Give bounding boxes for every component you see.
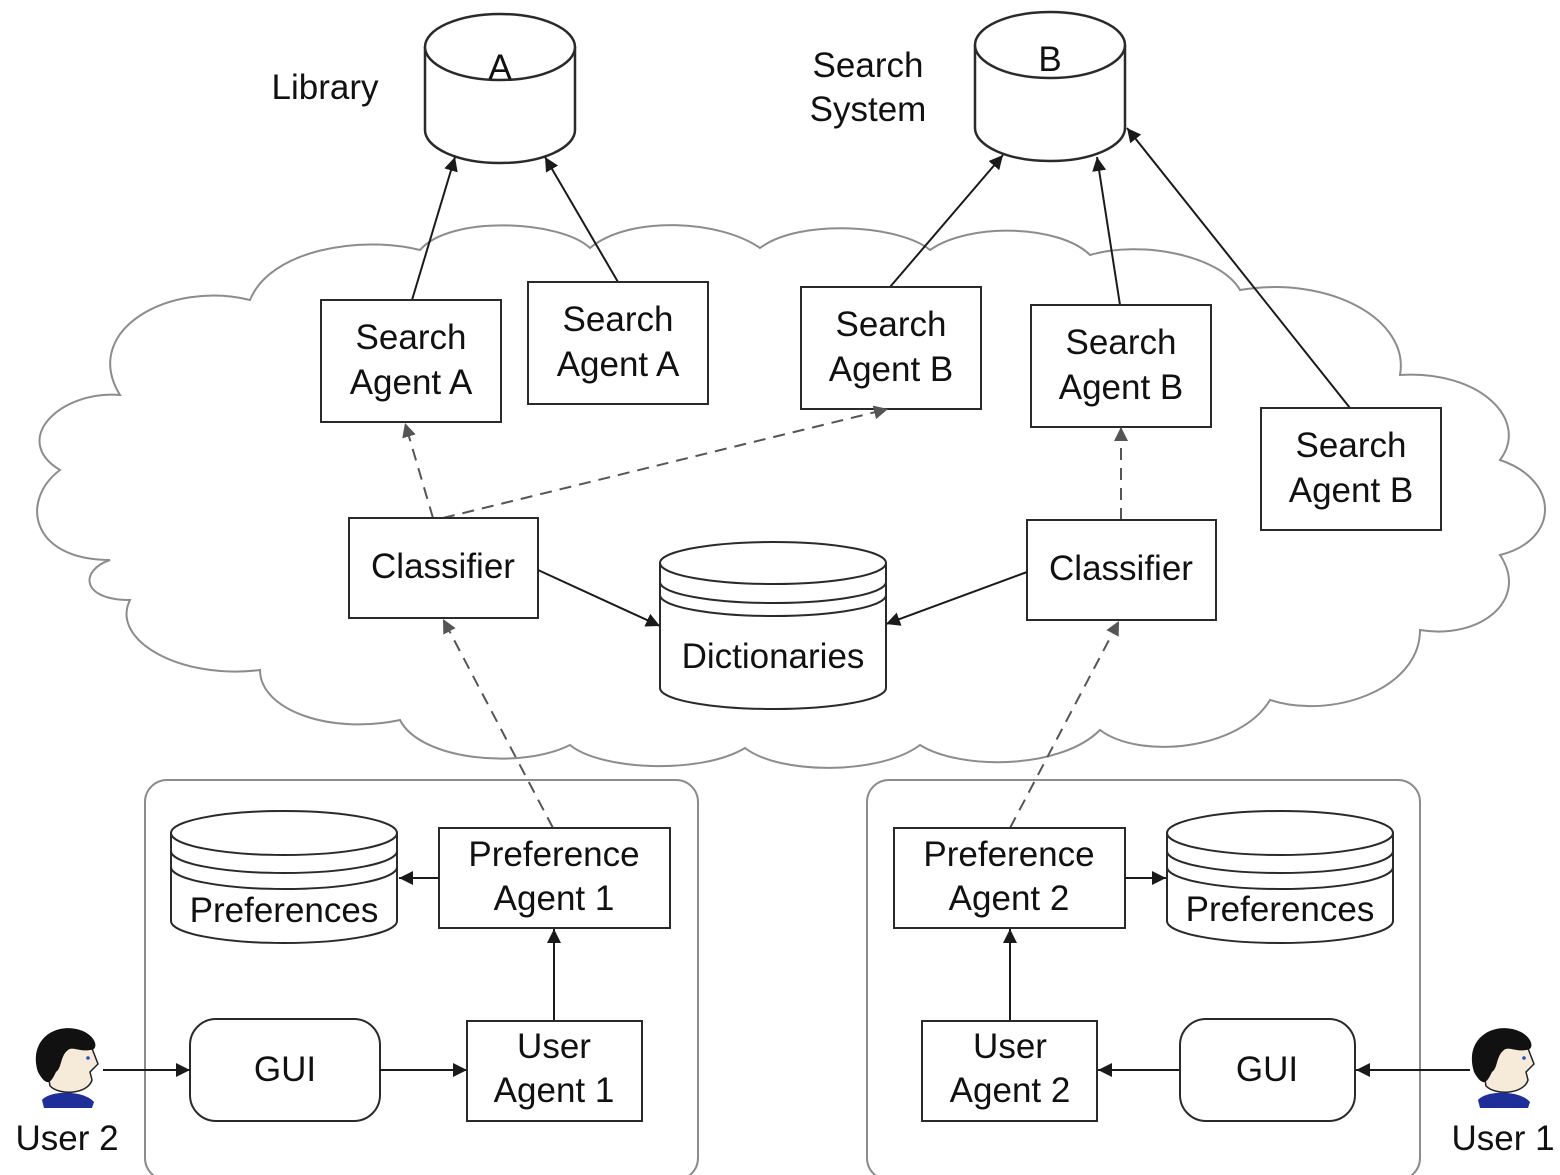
search-agent-b-3-line2: Agent B (1289, 471, 1414, 510)
search-agent-b-2-line1: Search (1066, 323, 1177, 362)
dashed-classifierL-to-agentB1 (442, 405, 889, 519)
user-agent-1: User Agent 1 (466, 1020, 643, 1122)
arrow-agentB1-to-dbB (889, 154, 1004, 288)
gui-left-label: GUI (254, 1050, 316, 1089)
search-agent-a-1-line1: Search (356, 318, 467, 357)
classifier-right: Classifier (1026, 519, 1217, 621)
preferences-db-left: Preferences (170, 810, 398, 944)
preference-agent-1-line1: Preference (468, 835, 639, 874)
search-agent-a-2: Search Agent A (527, 281, 709, 405)
database-a-letter: A (488, 48, 512, 87)
preference-agent-2-line2: Agent 2 (949, 879, 1070, 918)
search-system-label-line2: System (810, 90, 927, 129)
database-b: B (973, 10, 1127, 163)
user-1-person-icon (1471, 1028, 1535, 1108)
right-user-frame (866, 779, 1421, 1175)
dashed-classifierL-to-agentA1 (402, 422, 434, 519)
gui-right: GUI (1179, 1018, 1356, 1122)
user-agent-1-line2: Agent 1 (494, 1071, 615, 1110)
arrow-agentB2-to-dbB (1092, 156, 1121, 306)
library-label: Library (272, 68, 379, 107)
preferences-right-label: Preferences (1186, 890, 1375, 929)
user-agent-2-line2: Agent 2 (950, 1071, 1071, 1110)
classifier-left-label: Classifier (371, 547, 515, 586)
gui-left: GUI (189, 1018, 381, 1122)
arrow-agentA1-to-dbA (411, 156, 458, 301)
search-agent-b-3-line1: Search (1296, 426, 1407, 465)
user-2-label: User 2 (15, 1119, 118, 1158)
preference-agent-1-line2: Agent 1 (494, 879, 615, 918)
search-system-label-line1: Search (813, 46, 924, 85)
preference-agent-1: Preference Agent 1 (438, 827, 671, 929)
database-a: A (423, 12, 577, 165)
user-agent-2: User Agent 2 (921, 1020, 1098, 1122)
preferences-left-label: Preferences (190, 891, 379, 930)
classifier-right-label: Classifier (1049, 549, 1193, 588)
dictionaries-label: Dictionaries (682, 637, 865, 676)
arrow-classifierR-to-dictionaries (885, 571, 1028, 626)
search-agent-b-3: Search Agent B (1260, 407, 1442, 531)
search-agent-b-2: Search Agent B (1030, 304, 1212, 428)
arrow-agentA2-to-dbA (544, 156, 619, 283)
classifier-left: Classifier (348, 517, 539, 619)
dictionaries-database: Dictionaries (659, 541, 887, 710)
search-agent-a-2-line1: Search (563, 300, 674, 339)
left-user-frame (144, 779, 699, 1175)
user-agent-1-line1: User (517, 1027, 591, 1066)
search-agent-b-1-line1: Search (836, 305, 947, 344)
database-b-letter: B (1038, 40, 1061, 79)
arrow-classifierL-to-dictionaries (537, 569, 661, 627)
preference-agent-2: Preference Agent 2 (893, 827, 1126, 929)
preference-agent-2-line1: Preference (923, 835, 1094, 874)
search-agent-a-1-line2: Agent A (350, 363, 473, 402)
search-agent-b-2-line2: Agent B (1059, 368, 1184, 407)
search-agent-a-2-line2: Agent A (557, 345, 680, 384)
search-agent-b-1: Search Agent B (800, 286, 982, 410)
arrow-agentB3-to-dbB (1126, 127, 1351, 409)
user-agent-2-line1: User (973, 1027, 1047, 1066)
user-1-label: User 1 (1451, 1119, 1554, 1158)
search-agent-a-1: Search Agent A (320, 299, 502, 423)
search-agent-b-1-line2: Agent B (829, 350, 954, 389)
gui-right-label: GUI (1236, 1050, 1298, 1089)
preferences-db-right: Preferences (1166, 810, 1394, 944)
user-2-person-icon (35, 1028, 99, 1108)
